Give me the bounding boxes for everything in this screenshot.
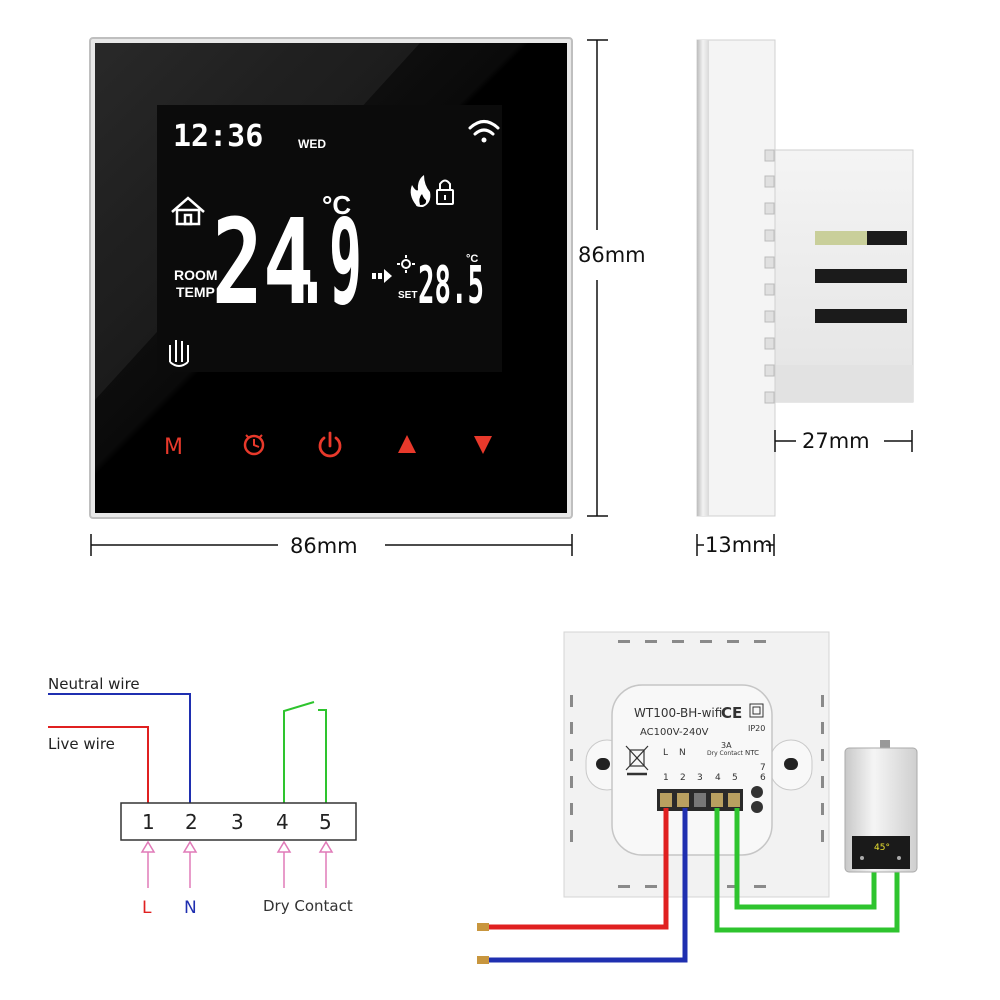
pin-4: 4	[715, 773, 721, 783]
lcd-room-label-2: TEMP	[176, 284, 215, 300]
width-dimension	[90, 534, 573, 556]
heater-display: 45°	[874, 843, 890, 853]
power-button[interactable]	[318, 431, 342, 458]
thermostat-back-view: WT100-BH-wifi CE IP20 AC100V-240V 3A Dry…	[563, 631, 830, 898]
thermostat-front-panel: 12:36 WED ROOM TEMP 24 .9 °C	[89, 37, 573, 519]
width-dimension-label: 86mm	[290, 534, 358, 558]
terminal-label-l: L	[142, 898, 152, 918]
input-arrows	[140, 840, 334, 888]
lock-icon	[436, 179, 454, 205]
thermostat-side-view	[696, 39, 914, 517]
hand-icon	[169, 340, 189, 367]
flame-icon	[410, 175, 431, 207]
up-button[interactable]	[398, 435, 416, 453]
terminal-label-dry-contact: Dry Contact	[263, 897, 353, 915]
dry-contact-switch	[283, 701, 327, 803]
module-ntc: NTC	[745, 749, 759, 757]
height-dimension-label: 86mm	[578, 243, 646, 267]
wire-ends	[477, 923, 489, 964]
module-voltage: AC100V-240V	[640, 727, 709, 738]
terminal-1: 1	[142, 810, 155, 834]
clock-button[interactable]	[243, 434, 265, 456]
terminal-5: 5	[319, 810, 332, 834]
module-l: L	[663, 748, 668, 758]
pin-3: 3	[697, 773, 703, 783]
pin-7: 7	[760, 763, 766, 773]
depth-total-dimension	[774, 430, 913, 452]
back-wires	[485, 808, 900, 963]
depth-panel-label: 13mm	[705, 533, 773, 557]
depth-panel-dimension	[696, 534, 775, 556]
lcd-time: 12:36	[173, 119, 263, 154]
live-wire	[48, 726, 149, 803]
sun-icon	[397, 255, 415, 273]
terminal-label-n: N	[184, 898, 197, 918]
module-pin-numbers: 1 2 3 4 5 7 6	[663, 763, 766, 783]
terminal-2: 2	[185, 810, 198, 834]
live-wire-label: Live wire	[48, 735, 115, 753]
home-icon	[171, 196, 205, 226]
wiring-diagram: Neutral wire Live wire 1 2 3 4 5 L N Dry	[48, 675, 357, 918]
pin-6: 6	[760, 773, 766, 783]
wifi-icon	[468, 120, 500, 143]
module-ip-rating: IP20	[748, 724, 765, 733]
module-ce-mark: CE	[721, 704, 742, 722]
pin-5: 5	[732, 773, 738, 783]
lcd-set-temp: 28.5	[418, 256, 484, 316]
lcd-day: WED	[298, 137, 326, 151]
lcd-room-temp: 24	[212, 193, 314, 331]
pin-1: 1	[663, 773, 669, 783]
neutral-wire	[48, 693, 191, 803]
module-current: 3A	[721, 741, 732, 750]
water-heater-illustration: 45°	[844, 740, 918, 873]
lcd-room-temp-decimal: .9	[296, 193, 362, 331]
module-screw-terminals	[657, 786, 763, 813]
neutral-wire-label: Neutral wire	[48, 675, 140, 693]
arrow-right-icon	[372, 269, 392, 283]
module-dry-contact: Dry Contact	[707, 750, 744, 757]
lcd-set-unit: °C	[466, 253, 478, 265]
height-dimension	[587, 39, 608, 517]
module-model: WT100-BH-wifi	[634, 706, 722, 720]
weee-bin-icon	[625, 745, 649, 776]
pin-2: 2	[680, 773, 686, 783]
terminal-4: 4	[276, 810, 289, 834]
down-button[interactable]	[474, 436, 492, 454]
lcd-room-temp-unit: °C	[322, 190, 351, 220]
lcd-room-label-1: ROOM	[174, 267, 218, 283]
lcd-set-label: SET	[398, 290, 417, 301]
depth-total-label: 27mm	[802, 429, 870, 453]
terminal-block	[120, 802, 357, 841]
terminal-3: 3	[231, 810, 244, 834]
module-n: N	[679, 748, 686, 758]
mode-button[interactable]: M	[164, 435, 183, 460]
